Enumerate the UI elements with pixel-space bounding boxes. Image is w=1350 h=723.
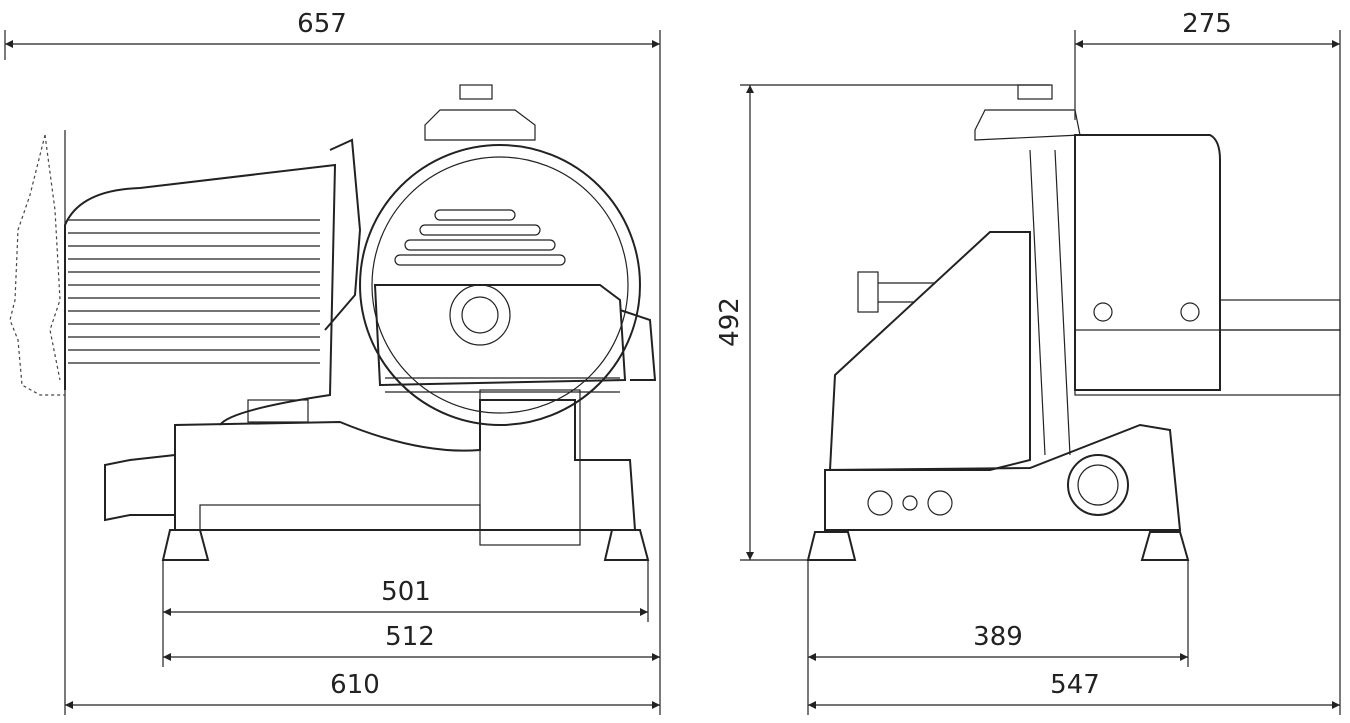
foot-side-right bbox=[1140, 531, 1190, 561]
carriage-support bbox=[479, 389, 581, 546]
foot-right bbox=[603, 529, 650, 561]
carriage-handle bbox=[619, 309, 657, 381]
blade-hub bbox=[449, 284, 511, 346]
slicer-front-view bbox=[9, 84, 657, 561]
dim-label-547: 547 bbox=[1050, 670, 1100, 700]
dim-label-492: 492 bbox=[715, 297, 745, 347]
pusher-outline-dashed bbox=[9, 134, 65, 396]
carriage-side bbox=[1074, 134, 1221, 391]
thickness-knob bbox=[104, 453, 176, 522]
rear-knob bbox=[857, 271, 879, 313]
dim-label-501: 501 bbox=[381, 577, 431, 607]
foot-left bbox=[161, 529, 210, 561]
dim-label-657: 657 bbox=[297, 9, 347, 39]
motor-housing bbox=[64, 163, 337, 426]
thickness-knob-side bbox=[1067, 454, 1129, 516]
motor-side bbox=[828, 231, 1031, 471]
dim-label-275: 275 bbox=[1182, 9, 1232, 39]
foot-side-left bbox=[806, 531, 857, 561]
blade-guard bbox=[359, 144, 641, 426]
dim-label-389: 389 bbox=[973, 622, 1023, 652]
end-plate bbox=[324, 138, 362, 331]
dim-label-512: 512 bbox=[385, 622, 435, 652]
sharpener-knob bbox=[459, 84, 493, 100]
base-side bbox=[824, 423, 1182, 531]
base bbox=[174, 399, 637, 531]
blade-vents bbox=[394, 209, 566, 266]
sharpener-knob-side bbox=[1017, 84, 1053, 100]
dimension-lines bbox=[5, 40, 1340, 709]
slicer-side-view bbox=[806, 84, 1341, 561]
carriage-tray bbox=[373, 284, 627, 387]
dim-label-610: 610 bbox=[330, 670, 380, 700]
cooling-fins bbox=[68, 219, 320, 364]
